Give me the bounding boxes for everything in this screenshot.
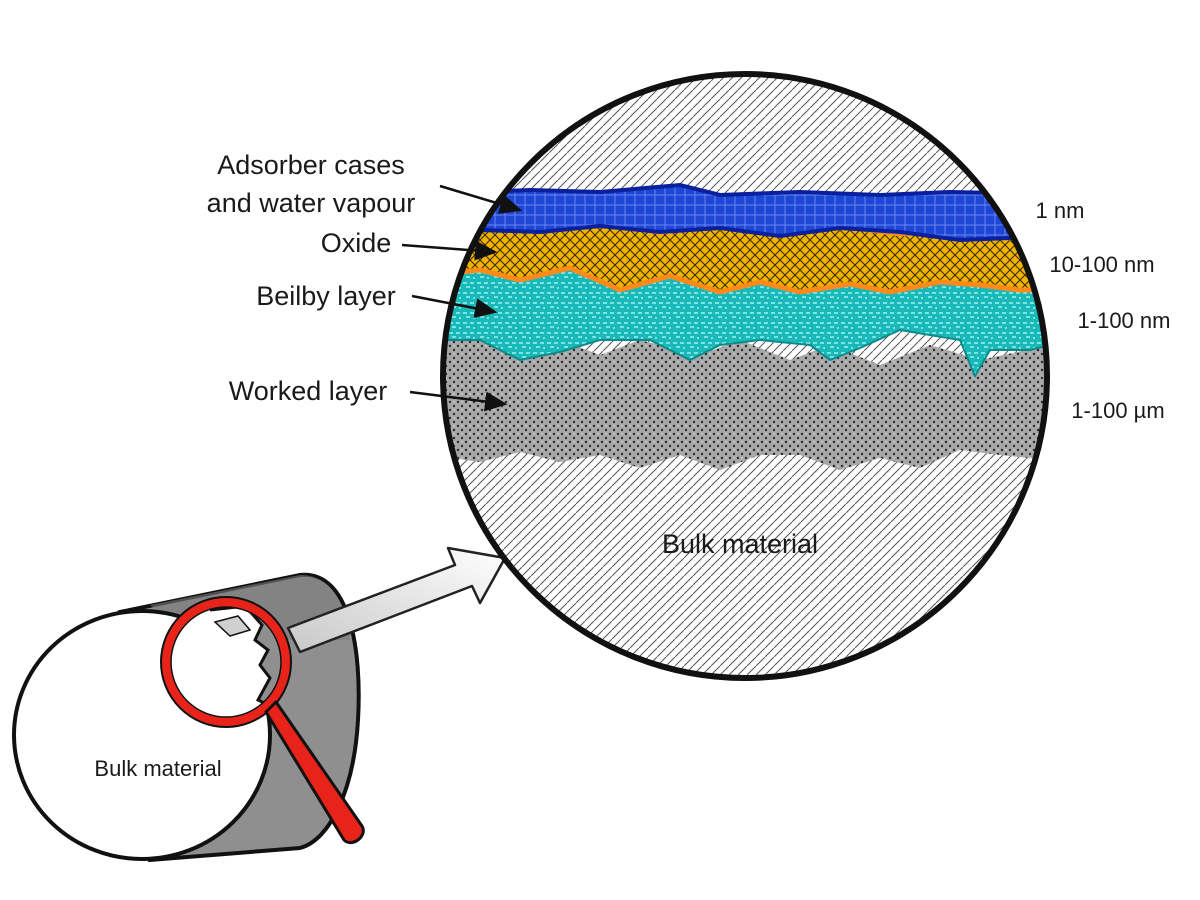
zoom-arrow-icon (286, 546, 507, 654)
zoom-bulk-label: Bulk material (662, 529, 818, 559)
pointer-beilby (411, 294, 498, 319)
thickness-adsorbed: 1 nm (1036, 198, 1085, 223)
label-oxide: Oxide (321, 228, 392, 258)
cylinder-bulk-label: Bulk material (94, 756, 221, 781)
adsorbed-layer-region (443, 182, 1047, 243)
label-adsorbed-line2: and water vapour (207, 188, 416, 218)
thickness-beilby: 1-100 nm (1078, 308, 1171, 333)
pointer-oxide (401, 240, 498, 261)
thickness-oxide: 10-100 nm (1049, 252, 1154, 277)
label-worked: Worked layer (229, 376, 388, 406)
thickness-labels: 1 nm 10-100 nm 1-100 nm 1-100 µm (1036, 198, 1171, 423)
label-beilby: Beilby layer (256, 281, 396, 311)
thickness-worked: 1-100 µm (1071, 398, 1164, 423)
pointer-adsorbed (439, 184, 523, 214)
layer-labels: Adsorber cases and water vapour Oxide Be… (207, 150, 523, 412)
zoom-circle: Bulk material (440, 71, 1050, 681)
magnifying-glass-icon (160, 596, 365, 845)
pointer-worked (409, 390, 508, 412)
worked-layer-region (443, 330, 1047, 470)
label-adsorbed-line1: Adsorber cases (217, 150, 405, 180)
